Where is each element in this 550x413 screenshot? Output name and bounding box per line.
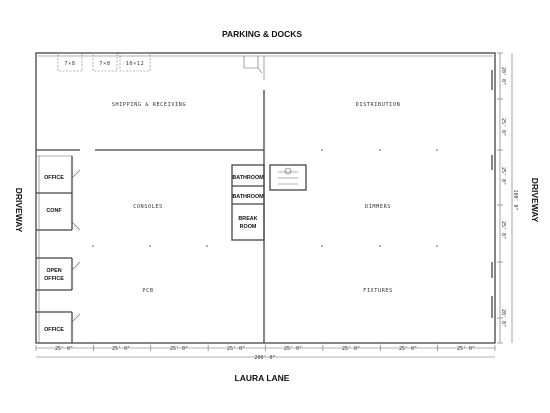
bottom-bay-1: 25' 0" <box>55 346 73 352</box>
room-bathroom-1: BATHROOM <box>232 175 264 181</box>
room-shipping-receiving: SHIPPING & RECEIVING <box>112 102 186 108</box>
right-total: 100' 0" <box>512 189 518 210</box>
bottom-bay-7: 25' 0" <box>399 346 417 352</box>
bottom-dimensions: 25' 0" 25' 0" 25' 0" 25' 0" 25' 0" 25' 0… <box>35 345 496 361</box>
dock-door-1 <box>57 52 83 72</box>
left-street-label: DRIVEWAY <box>14 188 24 233</box>
room-open-office-line2: OFFICE <box>44 276 64 282</box>
dock-label-1: 7×8 <box>64 61 75 67</box>
room-break-line2: ROOM <box>240 224 257 230</box>
room-open-office-line1: OPEN <box>46 268 61 274</box>
room-bathroom-2: BATHROOM <box>232 194 264 200</box>
right-bay-4: 25' 0" <box>500 221 506 239</box>
room-office-bottom: OFFICE <box>44 327 64 333</box>
bottom-bay-4: 25' 0" <box>227 346 245 352</box>
bottom-bay-5: 25' 0" <box>284 346 302 352</box>
room-distribution: DISTRIBUTION <box>356 102 401 108</box>
bottom-bay-2: 25' 0" <box>112 346 130 352</box>
restroom-block <box>231 164 307 241</box>
right-bay-3: 25' 0" <box>500 167 506 185</box>
office-column <box>36 155 81 343</box>
bottom-total: 200' 0" <box>254 355 275 361</box>
room-fixtures: FIXTURES <box>363 288 393 294</box>
room-break-line1: BREAK <box>238 216 257 222</box>
right-street-label: DRIVEWAY <box>530 178 540 223</box>
room-dimmers: DIMMERS <box>365 204 391 210</box>
bottom-bay-3: 25' 0" <box>170 346 188 352</box>
dock-label-3: 10×12 <box>126 61 145 67</box>
dock-door-2 <box>92 52 118 72</box>
right-bay-2: 25' 0" <box>500 118 506 136</box>
building-outline <box>35 52 496 344</box>
right-bay-1: 20' 0" <box>500 67 506 85</box>
room-consoles: CONSOLES <box>133 204 163 210</box>
dock-door-3 <box>119 52 151 72</box>
right-bay-5: 20' 0" <box>500 309 506 327</box>
stair-core <box>269 164 307 191</box>
room-conf: CONF <box>46 208 62 214</box>
bottom-bay-6: 25' 0" <box>342 346 360 352</box>
column-grid <box>92 149 438 344</box>
loading-docks: 7×8 7×8 10×12 <box>57 52 263 74</box>
dock-label-2: 7×8 <box>99 61 110 67</box>
room-pcb: PCB <box>142 288 153 294</box>
room-office-top: OFFICE <box>44 175 64 181</box>
bottom-street-label: LAURA LANE <box>235 373 290 383</box>
right-dimensions: 20' 0" 25' 0" 25' 0" 25' 0" 20' 0" 100' … <box>497 52 518 344</box>
bottom-bay-8: 25' 0" <box>457 346 475 352</box>
top-street-label: PARKING & DOCKS <box>222 29 302 39</box>
